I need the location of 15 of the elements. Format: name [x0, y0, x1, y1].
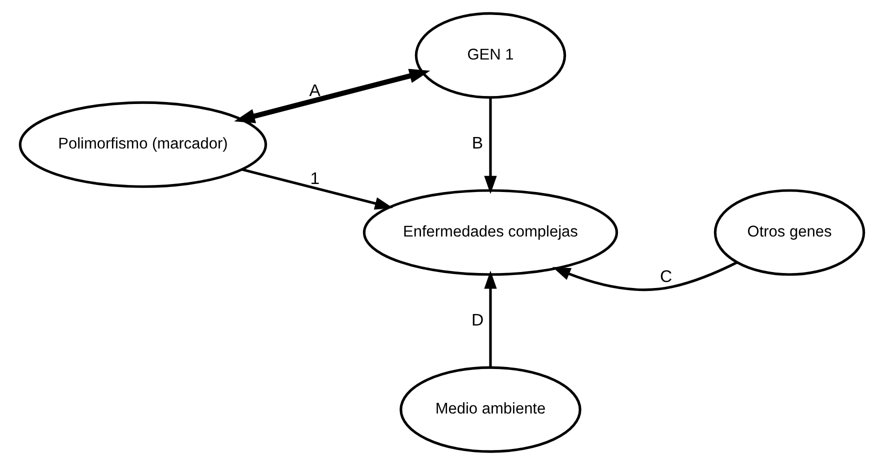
arrow: [234, 68, 430, 124]
node-ellipse: Enfermedades complejas: [362, 189, 618, 276]
edge-label: B: [472, 133, 484, 152]
node-ellipse: Medio ambiente: [400, 366, 582, 453]
node-ellipse: Polimorfismo (marcador): [18, 101, 268, 188]
arrow: [552, 261, 738, 291]
node-ellipse: GEN 1: [414, 12, 566, 99]
arrow: [242, 168, 393, 210]
edge-label: A: [309, 81, 320, 100]
edge-label: C: [660, 267, 672, 286]
arrow: [484, 270, 497, 368]
edge-label: 1: [310, 168, 320, 188]
arrow: [484, 98, 497, 194]
edge-label: D: [471, 310, 484, 330]
node-ellipse: Otros genes: [714, 189, 866, 276]
